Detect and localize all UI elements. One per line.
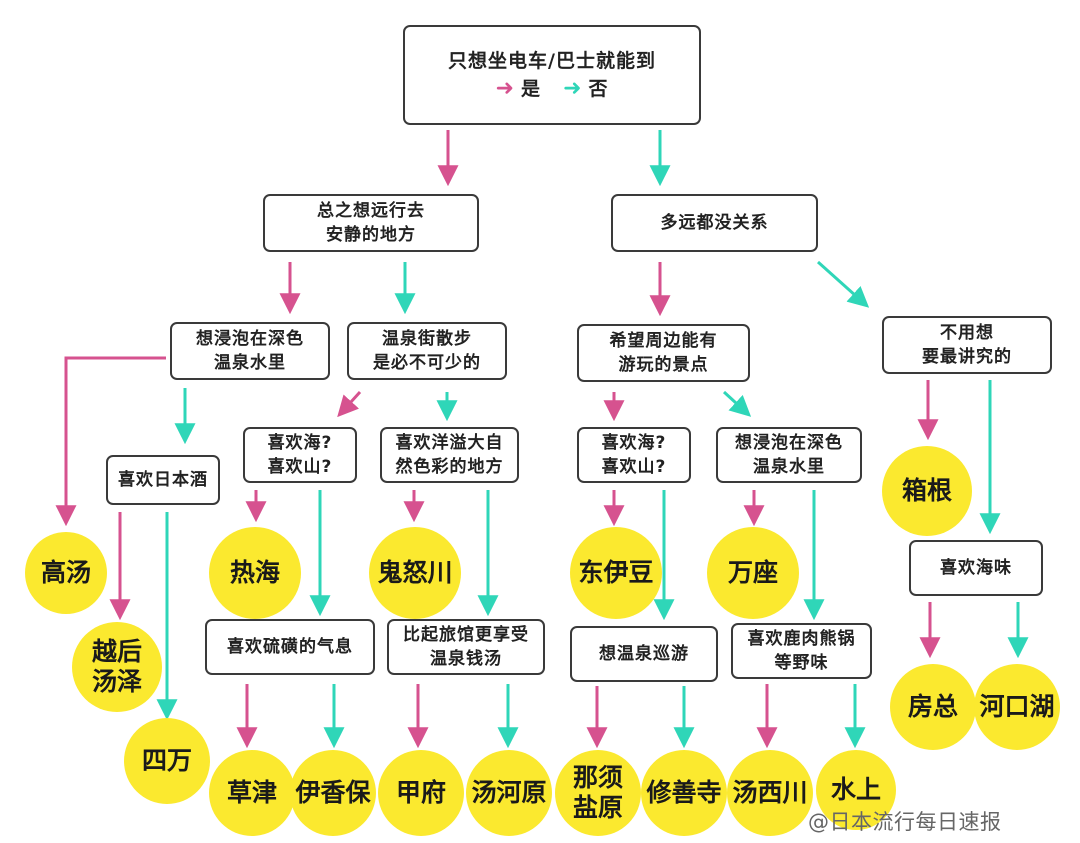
destination-yugawara: 汤河原	[466, 750, 552, 836]
legend-no-label: 否	[588, 78, 609, 100]
arrow-soak1-yes	[55, 356, 166, 527]
question-line: 喜欢日本酒	[118, 470, 208, 490]
question-line: 希望周边能有	[609, 331, 718, 351]
question-nature: 喜欢洋溢大自 然色彩的地方	[380, 427, 519, 483]
question-line: 想温泉巡游	[599, 644, 689, 664]
question-line: 温泉钱汤	[430, 649, 502, 669]
destination-nasu-shiobara: 那须 盐原	[555, 750, 641, 836]
question-line: 安静的地方	[326, 225, 416, 245]
question-sea-mountain-2: 喜欢海? 喜欢山?	[577, 427, 691, 483]
destination-minakami: 水上	[816, 750, 896, 830]
arrow-dist-no	[816, 260, 870, 308]
question-line: 然色彩的地方	[395, 457, 504, 477]
question-soak-dark-2: 想浸泡在深色 温泉水里	[716, 427, 862, 483]
destination-label: 房总	[907, 692, 958, 721]
destination-hakone: 箱根	[882, 446, 972, 536]
destination-label: 河口湖	[979, 692, 1055, 721]
legend-yes: ➜ 是	[496, 77, 541, 101]
destination-label: 盐原	[572, 793, 623, 822]
question-inn-vs-bath: 比起旅馆更享受 温泉钱汤	[387, 619, 545, 675]
question-sea-mountain-1: 喜欢海? 喜欢山?	[243, 427, 357, 483]
destination-label: 伊香保	[295, 778, 371, 807]
question-line: 比起旅馆更享受	[403, 625, 529, 645]
destination-kawaguchiko: 河口湖	[974, 664, 1060, 750]
question-sake: 喜欢日本酒	[106, 455, 220, 505]
destination-takayu: 高汤	[25, 532, 107, 614]
destination-echigo-yuzawa: 越后 汤泽	[72, 622, 162, 712]
question-street-walk: 温泉街散步 是必不可少的	[347, 322, 507, 380]
question-line: 不用想	[940, 323, 994, 343]
root-question: 只想坐电车/巴士就能到	[448, 50, 656, 72]
destination-label: 汤泽	[91, 667, 142, 696]
destination-shima: 四万	[124, 718, 210, 804]
question-line: 是必不可少的	[373, 353, 481, 373]
destination-boso: 房总	[890, 664, 976, 750]
question-line: 温泉水里	[214, 353, 286, 373]
legend-no: ➜ 否	[563, 77, 608, 101]
destination-atami: 热海	[209, 527, 301, 619]
question-sights-nearby: 希望周边能有 游玩的景点	[577, 324, 750, 382]
question-line: 总之想远行去	[317, 201, 425, 221]
destination-manza: 万座	[707, 527, 799, 619]
question-line: 喜欢海?	[601, 433, 667, 453]
question-line: 温泉水里	[753, 457, 825, 477]
question-seafood: 喜欢海味	[909, 540, 1043, 596]
question-hot-spring-tour: 想温泉巡游	[570, 626, 718, 682]
destination-label: 东伊豆	[578, 558, 654, 587]
destination-label: 鬼怒川	[377, 558, 453, 587]
question-no-fuss: 不用想 要最讲究的	[882, 316, 1052, 374]
destination-label: 箱根	[901, 476, 952, 505]
destination-label: 越后	[91, 637, 142, 666]
question-line: 喜欢山?	[267, 457, 333, 477]
destination-label: 那须	[572, 763, 623, 792]
question-line: 多远都没关系	[660, 213, 769, 233]
destination-label: 热海	[229, 558, 280, 587]
destination-yunishikawa: 汤西川	[727, 750, 813, 836]
destination-label: 草津	[226, 778, 277, 807]
question-line: 喜欢山?	[601, 457, 667, 477]
question-line: 温泉街散步	[382, 329, 472, 349]
legend-yes-label: 是	[520, 78, 541, 100]
legend: ➜ 是 ➜ 否	[496, 77, 609, 101]
question-line: 喜欢海味	[940, 558, 1012, 578]
destination-label: 万座	[727, 558, 778, 587]
question-sulfur: 喜欢硫磺的气息	[205, 619, 375, 675]
question-line: 喜欢鹿肉熊锅	[747, 629, 856, 649]
pink-arrow-icon: ➜	[495, 76, 515, 101]
destination-label: 甲府	[395, 778, 446, 807]
destination-label: 水上	[830, 775, 881, 804]
question-go-far-quiet: 总之想远行去 安静的地方	[263, 194, 479, 252]
arrow-street-yes	[337, 390, 362, 418]
question-distance-ok: 多远都没关系	[611, 194, 818, 252]
destination-ikaho: 伊香保	[290, 750, 376, 836]
root-question-box: 只想坐电车/巴士就能到 ➜ 是 ➜ 否	[403, 25, 701, 125]
question-game-hotpot: 喜欢鹿肉熊锅 等野味	[731, 623, 872, 679]
destination-higashi-izu: 东伊豆	[570, 527, 662, 619]
question-line: 喜欢硫磺的气息	[227, 637, 353, 657]
destination-label: 四万	[141, 746, 192, 775]
destination-kofu: 甲府	[378, 750, 464, 836]
watermark: @日本流行每日速报	[808, 810, 1002, 834]
question-line: 游玩的景点	[618, 355, 709, 375]
destination-kusatsu: 草津	[209, 750, 295, 836]
question-soak-dark-1: 想浸泡在深色 温泉水里	[170, 322, 330, 380]
question-line: 想浸泡在深色	[196, 329, 304, 349]
arrow-sights-no	[722, 390, 752, 417]
destination-label: 汤西川	[732, 778, 808, 807]
destination-label: 高汤	[40, 558, 91, 587]
question-line: 要最讲究的	[922, 347, 1012, 367]
question-line: 喜欢洋溢大自	[395, 433, 504, 453]
question-line: 喜欢海?	[267, 433, 333, 453]
destination-shuzenji: 修善寺	[641, 750, 727, 836]
destination-label: 汤河原	[471, 778, 547, 807]
destination-label: 修善寺	[646, 778, 722, 807]
question-line: 等野味	[774, 653, 829, 673]
destination-kinugawa: 鬼怒川	[369, 527, 461, 619]
question-line: 想浸泡在深色	[735, 433, 843, 453]
teal-arrow-icon: ➜	[563, 76, 583, 101]
